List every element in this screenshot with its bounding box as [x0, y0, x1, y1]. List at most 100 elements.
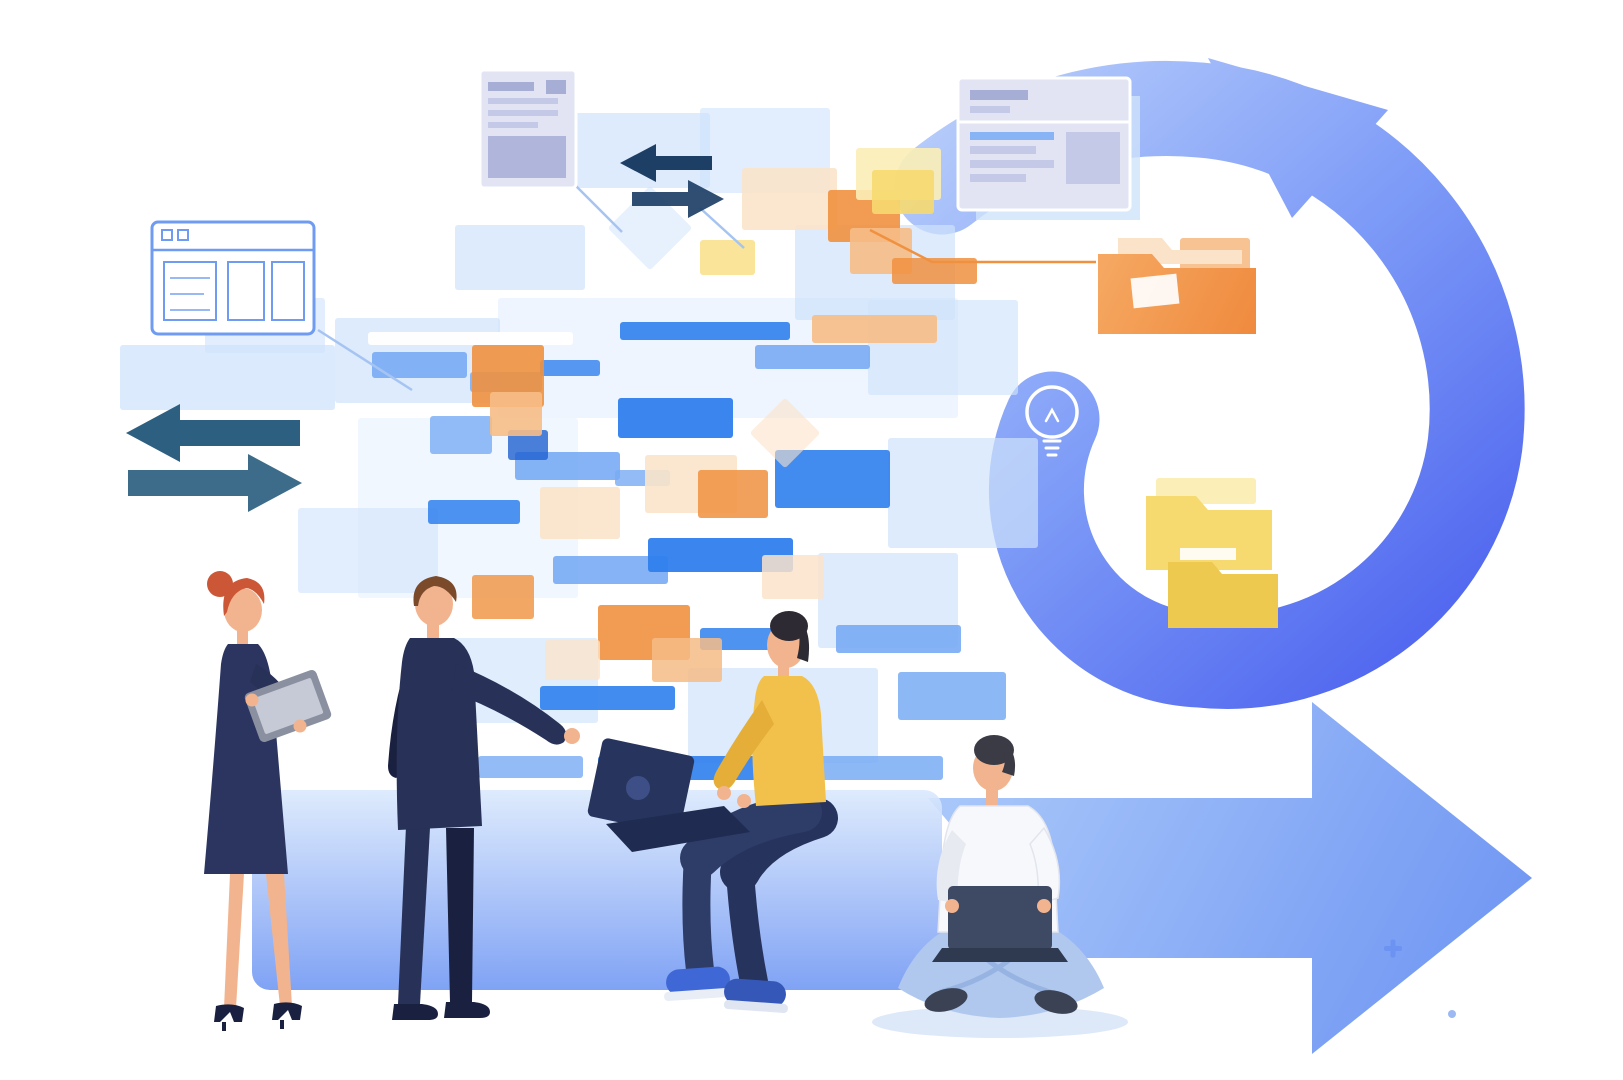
hand: [1037, 899, 1051, 913]
arm: [936, 830, 966, 904]
scatter-shape: [120, 345, 335, 410]
scatter-shape: [490, 392, 542, 436]
laptop-logo: [626, 776, 650, 800]
heel-spike: [280, 1020, 284, 1029]
person-woman-tablet: [204, 571, 332, 1031]
scatter-shape: [888, 438, 1038, 548]
sneaker-sole: [723, 1000, 788, 1013]
scatter-shape: [478, 756, 583, 778]
scatter-shape: [428, 500, 520, 524]
scatter-shape: [755, 345, 870, 369]
arrow-left: [126, 404, 300, 462]
transfer-arrows-icon-left: [126, 404, 302, 512]
hair: [413, 576, 457, 606]
scatter-shape: [775, 450, 890, 508]
shoe: [392, 1004, 438, 1020]
arrow-right: [632, 180, 724, 218]
folder-front: [1146, 496, 1272, 570]
folder-sheet: [1180, 548, 1236, 560]
neck: [427, 624, 439, 640]
scatter-shape: [553, 556, 668, 584]
scatter-shape: [618, 398, 733, 438]
laptop-base: [932, 948, 1068, 962]
head: [224, 588, 262, 632]
scatter-shape: [698, 470, 768, 518]
scatter-shape: [818, 756, 943, 780]
decor-plus: [1384, 939, 1402, 958]
scatter-shape: [836, 625, 961, 653]
scatter-shape: [620, 322, 790, 340]
laptop-screen: [948, 886, 1052, 950]
scatter-shape: [455, 225, 585, 290]
laptop-base: [606, 806, 750, 852]
background-band: [252, 790, 942, 990]
tablet: [244, 669, 332, 743]
leg: [224, 874, 244, 1008]
folder-document: [1130, 273, 1180, 309]
hand: [293, 719, 307, 733]
neck: [986, 788, 998, 806]
folder-icon-yellow: [1146, 478, 1278, 628]
scatter-shape: [508, 430, 548, 460]
ground-shadow: [872, 1006, 1128, 1038]
scatter-shape: [892, 258, 977, 284]
shoe: [1034, 990, 1078, 1014]
scatter-shape: [298, 508, 438, 593]
scatter-shape: [472, 575, 534, 619]
scatter-shape: [560, 113, 710, 188]
decor-dot: [1448, 1010, 1456, 1018]
scatter-shape: [652, 638, 722, 682]
laptop: [587, 738, 750, 852]
folder-front-lower: [1168, 562, 1278, 628]
sneaker: [724, 978, 786, 1008]
browser-window-icon-left: [150, 220, 316, 336]
trouser-leg: [446, 828, 474, 1002]
dress: [204, 644, 288, 874]
scatter-shape: [372, 352, 467, 378]
shoe: [924, 988, 968, 1012]
heel-shoe: [272, 1002, 302, 1020]
scatter-shape: [742, 168, 837, 230]
scatter-shape: [540, 487, 620, 539]
scatter-shape: [700, 240, 755, 275]
suit-jacket: [396, 638, 482, 830]
hair-back: [1002, 744, 1016, 776]
document-window-icon-top: [478, 68, 578, 190]
hair: [770, 611, 808, 641]
person-man-suit: [388, 576, 580, 1020]
scatter-shape: [368, 332, 573, 345]
scatter-shape: [472, 345, 544, 407]
scatter-shape: [430, 416, 492, 454]
scatter-shape: [762, 555, 824, 599]
scatter-shape: [648, 538, 793, 572]
folder-icon-orange: [1098, 238, 1256, 334]
cycle-arrowhead: [1208, 58, 1388, 218]
leg: [266, 874, 292, 1006]
scatter-shape: [812, 315, 937, 343]
transfer-arrows-icon-top: [620, 144, 724, 218]
hair-back: [797, 620, 810, 662]
arm: [713, 700, 774, 791]
shirt: [752, 676, 826, 806]
scatter-shape: [818, 553, 958, 648]
connector-line: [699, 207, 745, 249]
person-man-laptop-white: [872, 735, 1128, 1038]
scatter-shape: [540, 360, 600, 376]
sneaker-sole: [664, 987, 730, 1002]
browser-window-icon-right: [956, 76, 1140, 220]
trouser-leg: [398, 826, 430, 1004]
sneaker: [666, 966, 730, 996]
shin: [726, 858, 768, 996]
connector-lines: [317, 185, 1096, 392]
hand: [245, 693, 259, 707]
heel-spike: [222, 1022, 226, 1031]
scatter-shape: [750, 398, 820, 468]
lightbulb-icon: [1025, 385, 1079, 457]
arrow-left: [620, 144, 712, 182]
shoe: [444, 1002, 490, 1018]
hand: [717, 786, 731, 800]
cycle-arrow: [894, 58, 1525, 709]
document-cloud: [120, 108, 1250, 780]
cycle-arrow-band: [894, 60, 1525, 709]
